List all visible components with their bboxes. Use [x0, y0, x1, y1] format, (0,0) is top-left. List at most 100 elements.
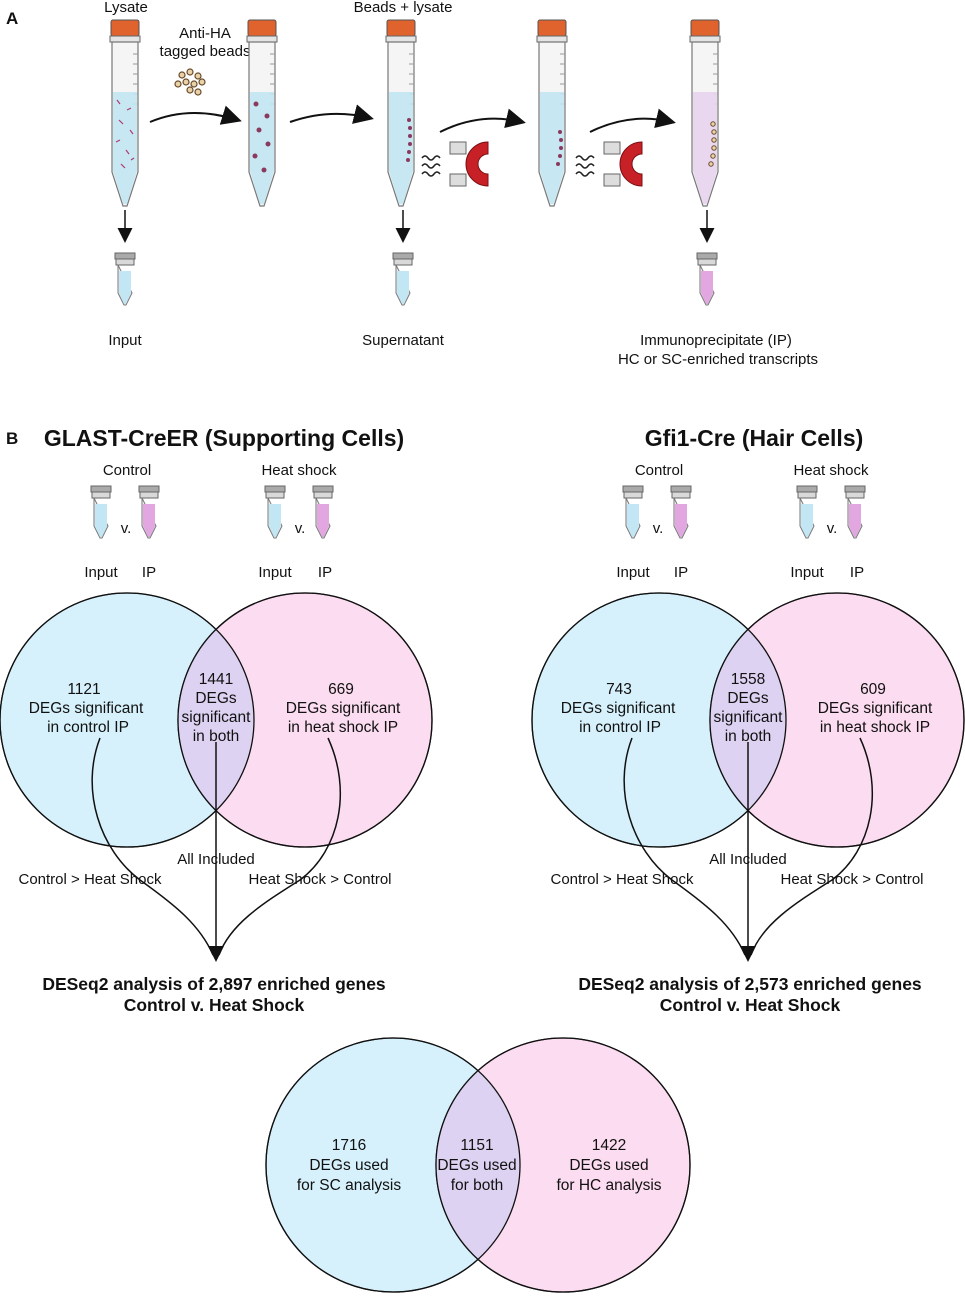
- right-heat-gt-ctrl: Heat Shock > Control: [781, 871, 924, 888]
- beads-label-1: Anti-HA: [179, 25, 231, 42]
- left-funnel-lines: [91, 737, 341, 956]
- ip-output-sublabel: HC or SC-enriched transcripts: [618, 351, 818, 368]
- left-heat-label: Heat shock: [261, 462, 337, 479]
- left-heat-vs: v.: [295, 520, 306, 537]
- tube-lysate: [109, 19, 141, 207]
- right-control-input-tube: [622, 485, 644, 539]
- tube-ip: [689, 19, 721, 207]
- ip-output-label: Immunoprecipitate (IP): [640, 332, 792, 349]
- bottom-venn-right-count: 1422: [592, 1137, 626, 1154]
- beads-cluster: [174, 68, 206, 96]
- left-control-input-tube: [90, 485, 112, 539]
- right-heat-vs: v.: [827, 520, 838, 537]
- right-control-vs: v.: [653, 520, 664, 537]
- right-heat-ip-tube: [844, 485, 866, 539]
- tube-beads-lysate: [385, 19, 417, 207]
- left-control-label: Control: [103, 462, 151, 479]
- right-deseq-sub: Control v. Heat Shock: [660, 995, 841, 1015]
- bottom-venn-mid-line1: DEGs used: [437, 1157, 516, 1174]
- left-heat-ip-label: IP: [318, 564, 332, 581]
- bottom-venn-left-line1: DEGs used: [309, 1157, 388, 1174]
- left-heat-ip-tube: [312, 485, 334, 539]
- magnet-2: [603, 141, 643, 187]
- right-all-included: All Included: [709, 851, 787, 868]
- right-control-input-label: Input: [616, 564, 650, 581]
- left-all-included: All Included: [177, 851, 255, 868]
- right-venn: [531, 592, 965, 848]
- left-venn: [0, 592, 433, 848]
- beads-lysate-label: Beads + lysate: [354, 0, 453, 16]
- small-tube-input: [114, 252, 136, 306]
- panel-a-label: A: [6, 9, 18, 28]
- left-venn-right-line2: in heat shock IP: [288, 719, 398, 736]
- right-control-ip-label: IP: [674, 564, 688, 581]
- beads-label-2: tagged beads: [160, 43, 251, 60]
- right-heat-ip-label: IP: [850, 564, 864, 581]
- arrow-step4: [589, 108, 676, 133]
- right-venn-mid-count: 1558: [731, 671, 765, 688]
- bottom-venn: [265, 1037, 691, 1293]
- right-venn-right-count: 609: [860, 681, 886, 698]
- right-title: Gfi1-Cre (Hair Cells): [645, 425, 864, 451]
- left-venn-mid-line1: DEGs: [195, 690, 237, 707]
- left-venn-left-count: 1121: [67, 681, 100, 698]
- right-venn-mid-line2: significant: [714, 709, 784, 726]
- small-tube-supernatant: [392, 252, 414, 306]
- right-venn-left-line1: DEGs significant: [561, 700, 676, 717]
- lysate-label: Lysate: [104, 0, 148, 16]
- tube-separated: [536, 19, 568, 207]
- right-ctrl-gt-heat: Control > Heat Shock: [551, 871, 694, 888]
- arrow-step1: [149, 105, 242, 125]
- bottom-venn-mid-line2: for both: [451, 1177, 504, 1194]
- left-control-input-label: Input: [84, 564, 118, 581]
- left-venn-mid-line3: in both: [193, 728, 240, 745]
- right-venn-mid-line1: DEGs: [727, 690, 769, 707]
- left-venn-right-line1: DEGs significant: [286, 700, 401, 717]
- magnet-field-2: [575, 155, 595, 177]
- right-funnel-arrowhead: [740, 946, 756, 962]
- arrow-step2: [289, 104, 374, 124]
- left-ctrl-gt-heat: Control > Heat Shock: [19, 871, 162, 888]
- left-heat-input-label: Input: [258, 564, 292, 581]
- input-output-label: Input: [108, 332, 142, 349]
- right-venn-right-line1: DEGs significant: [818, 700, 933, 717]
- right-control-ip-tube: [670, 485, 692, 539]
- right-venn-right-line2: in heat shock IP: [820, 719, 930, 736]
- magnet-1: [449, 141, 489, 187]
- right-funnel-lines: [623, 737, 873, 956]
- right-venn-left-line2: in control IP: [579, 719, 661, 736]
- supernatant-output-label: Supernatant: [362, 332, 445, 349]
- left-heat-gt-ctrl: Heat Shock > Control: [249, 871, 392, 888]
- bottom-venn-left-line2: for SC analysis: [297, 1177, 401, 1194]
- left-venn-mid-count: 1441: [199, 671, 233, 688]
- left-venn-left-line1: DEGs significant: [29, 700, 144, 717]
- left-venn-right-count: 669: [328, 681, 354, 698]
- right-heat-label: Heat shock: [793, 462, 869, 479]
- right-venn-mid-line3: in both: [725, 728, 772, 745]
- right-control-label: Control: [635, 462, 683, 479]
- right-deseq-title: DESeq2 analysis of 2,573 enriched genes: [578, 974, 922, 994]
- left-venn-mid-line2: significant: [182, 709, 252, 726]
- right-heat-input-label: Input: [790, 564, 824, 581]
- left-heat-input-tube: [264, 485, 286, 539]
- left-funnel-arrowhead: [208, 946, 224, 962]
- left-title: GLAST-CreER (Supporting Cells): [44, 425, 404, 451]
- magnet-field-1: [421, 155, 441, 177]
- bottom-venn-right-line1: DEGs used: [569, 1157, 648, 1174]
- tube-beads-added: [246, 19, 278, 207]
- bottom-venn-mid-count: 1151: [460, 1137, 493, 1154]
- right-venn-left-count: 743: [606, 681, 632, 698]
- arrow-step3: [439, 108, 526, 133]
- left-venn-left-line2: in control IP: [47, 719, 129, 736]
- right-heat-input-tube: [796, 485, 818, 539]
- left-control-ip-label: IP: [142, 564, 156, 581]
- bottom-venn-right-line2: for HC analysis: [556, 1177, 661, 1194]
- bottom-venn-left-count: 1716: [332, 1137, 366, 1154]
- left-deseq-title: DESeq2 analysis of 2,897 enriched genes: [42, 974, 386, 994]
- left-control-ip-tube: [138, 485, 160, 539]
- left-control-vs: v.: [121, 520, 132, 537]
- small-tube-ip: [696, 252, 718, 306]
- left-deseq-sub: Control v. Heat Shock: [124, 995, 305, 1015]
- panel-b-label: B: [6, 429, 18, 448]
